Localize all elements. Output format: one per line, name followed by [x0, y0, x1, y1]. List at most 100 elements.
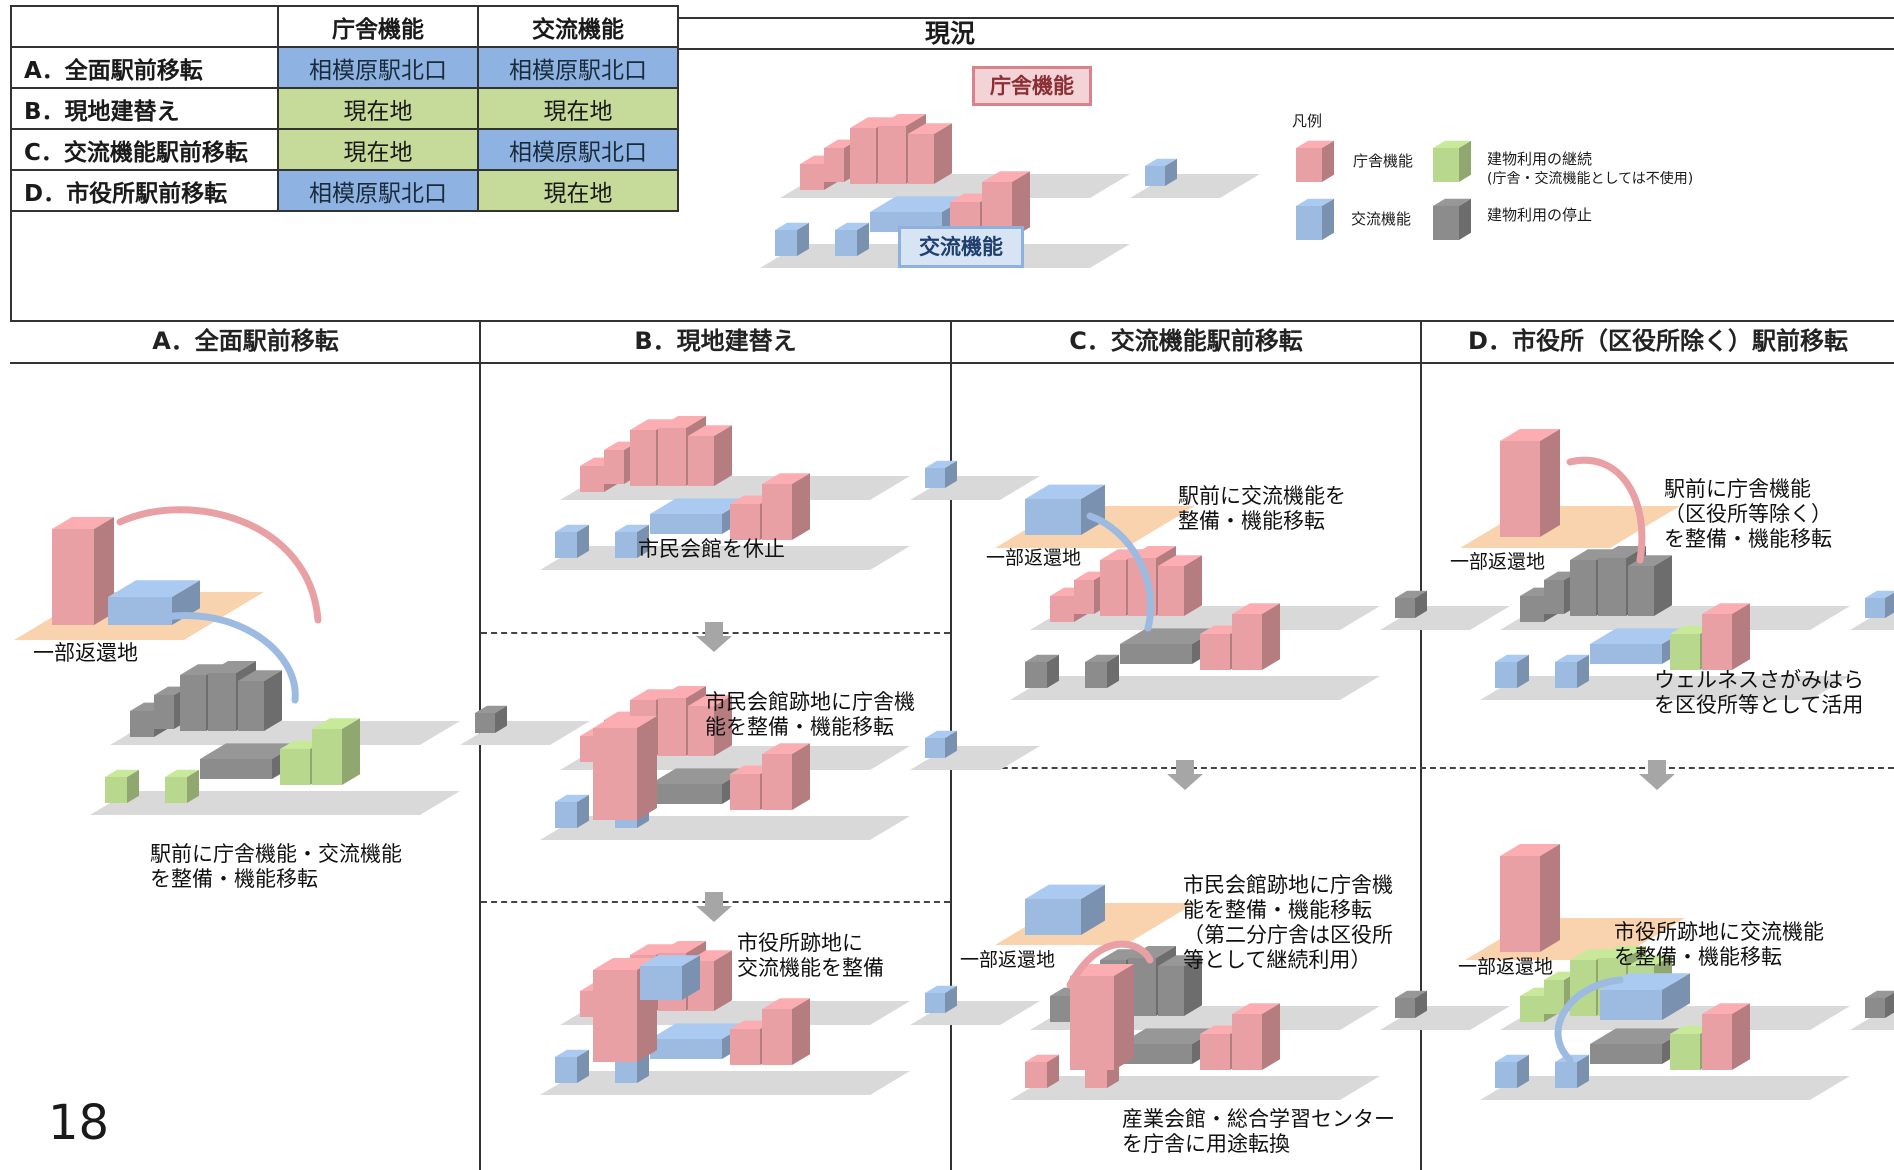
building	[1232, 1014, 1262, 1070]
building	[1050, 596, 1074, 622]
d-step3-note: 市役所跡地に交流機能 を整備・機能移転	[1614, 920, 1824, 969]
building	[1590, 1028, 1688, 1044]
new-chosha	[1070, 976, 1114, 1070]
building	[1074, 580, 1094, 614]
building	[1107, 654, 1119, 688]
building	[105, 777, 127, 803]
building	[615, 524, 649, 532]
building	[730, 1029, 760, 1065]
building	[1012, 171, 1030, 238]
building	[630, 944, 674, 955]
building	[870, 196, 968, 212]
building	[105, 769, 139, 777]
building	[1158, 555, 1202, 566]
building	[1670, 1034, 1700, 1070]
building	[154, 695, 174, 729]
building	[1395, 598, 1415, 618]
building	[208, 661, 256, 673]
building	[1025, 1062, 1047, 1088]
building	[495, 705, 507, 733]
move-arrow-chosha	[1566, 456, 1646, 564]
building	[925, 730, 957, 738]
new-koryu	[1662, 973, 1690, 1020]
cell-koryu: 相模原駅北口	[477, 46, 679, 89]
building	[945, 460, 957, 488]
building	[1232, 614, 1262, 670]
building	[1495, 654, 1529, 662]
building	[762, 998, 810, 1009]
frame-line	[677, 17, 1894, 19]
building	[762, 1009, 792, 1065]
building	[1570, 949, 1614, 960]
building	[1184, 955, 1202, 1016]
c-return-label-1: 一部返還地	[986, 547, 1082, 569]
header-chosha: 庁舎機能	[277, 5, 479, 48]
legend-stop-swatch	[1433, 206, 1459, 240]
building	[945, 730, 957, 758]
building	[1517, 654, 1529, 688]
chosha	[593, 970, 637, 1062]
building	[1702, 1003, 1750, 1014]
building	[1415, 590, 1427, 618]
building	[238, 681, 264, 731]
building	[180, 675, 206, 731]
cell-koryu: 現在地	[477, 87, 679, 130]
building	[1395, 590, 1427, 598]
building	[580, 466, 604, 492]
building	[200, 743, 298, 759]
building	[475, 705, 507, 713]
building	[658, 428, 686, 486]
building	[658, 686, 706, 698]
building	[1590, 628, 1688, 644]
building	[475, 713, 495, 733]
building	[615, 532, 637, 558]
building	[650, 784, 722, 804]
column-title-b: B．現地建替え	[634, 327, 797, 355]
building	[1085, 654, 1119, 662]
step-arrow	[1167, 760, 1203, 790]
building	[925, 738, 945, 758]
building	[650, 514, 722, 534]
new-koryu	[640, 955, 700, 966]
building	[1232, 1003, 1280, 1014]
building	[1120, 1028, 1218, 1044]
building	[925, 985, 957, 993]
building	[1544, 980, 1564, 1014]
legend-title: 凡例	[1292, 112, 1323, 130]
building	[1145, 166, 1165, 186]
building	[200, 759, 272, 779]
koryu	[1081, 884, 1105, 935]
building	[1598, 558, 1626, 616]
building	[688, 695, 732, 706]
chosha	[1500, 856, 1540, 952]
building	[1495, 1062, 1517, 1088]
building	[908, 123, 952, 134]
new-chosha	[1540, 429, 1560, 537]
legend-continue-swatch	[1459, 140, 1471, 182]
building	[1702, 614, 1732, 670]
step-divider	[952, 767, 1894, 769]
ground-area	[1480, 1076, 1850, 1100]
step-arrow	[696, 892, 732, 922]
step-arrow	[1639, 760, 1675, 790]
building	[577, 1049, 589, 1083]
building	[908, 134, 934, 184]
building	[555, 794, 589, 802]
header-koryu: 交流機能	[477, 5, 679, 48]
b-step2-note: 市民会館跡地に庁舎機 能を整備・機能移転	[705, 690, 915, 739]
legend-stop-swatch	[1433, 198, 1471, 206]
new-koryu	[1025, 484, 1105, 499]
building	[1732, 1003, 1750, 1070]
building	[688, 436, 714, 486]
building	[792, 743, 810, 810]
building	[1865, 598, 1885, 618]
building	[1415, 990, 1427, 1018]
frame-line	[10, 320, 1894, 322]
building	[630, 430, 656, 486]
new-koryu	[108, 580, 200, 597]
building	[688, 425, 732, 436]
building	[555, 1057, 577, 1083]
new-chosha	[1500, 441, 1540, 537]
move-arrow-koryu	[1554, 976, 1624, 1064]
